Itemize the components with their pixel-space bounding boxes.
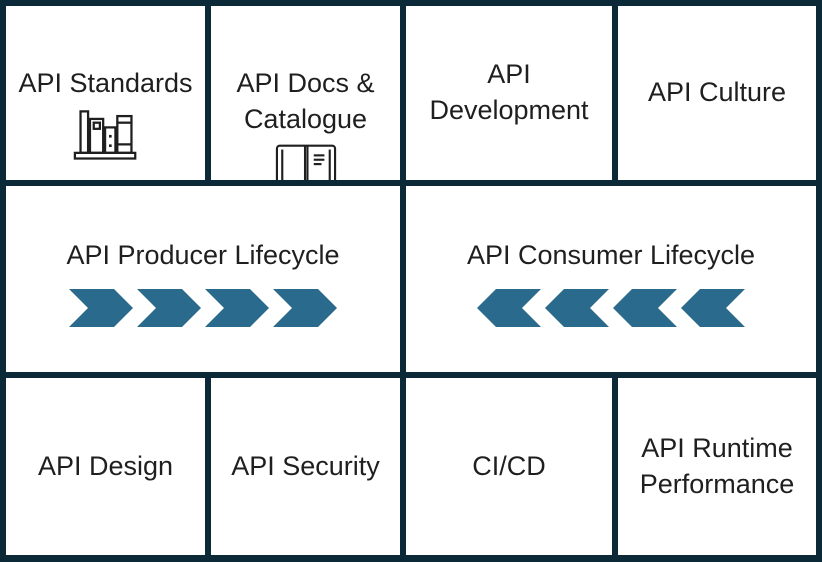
- cell-api-security: API Security: [211, 378, 400, 555]
- cell-label: API Docs & Catalogue: [236, 68, 375, 134]
- cell-label: API Runtime Performance: [639, 432, 795, 499]
- cell-api-culture: API Culture: [618, 6, 816, 180]
- cell-label: API Consumer Lifecycle: [466, 240, 756, 270]
- chevrons-right-icon: [69, 288, 337, 328]
- cell-api-docs-catalogue: API Docs & Catalogue: [211, 6, 400, 180]
- cell-label: CI/CD: [472, 450, 546, 481]
- open-book-icon: [275, 142, 337, 180]
- cell-cicd: CI/CD: [406, 378, 612, 555]
- cell-api-producer-lifecycle: API Producer Lifecycle: [6, 186, 400, 372]
- cell-label: API Design: [37, 450, 174, 481]
- cell-label: API Culture: [647, 77, 787, 108]
- cell-api-development: API Development: [406, 6, 612, 180]
- cell-label: API Security: [231, 450, 380, 481]
- books-shelf-icon: [73, 106, 139, 162]
- cell-api-standards: API Standards: [6, 6, 205, 180]
- cell-label: API Development: [429, 59, 589, 125]
- cell-api-consumer-lifecycle: API Consumer Lifecycle: [406, 186, 816, 372]
- chevrons-left-icon: [477, 288, 745, 328]
- cell-api-design: API Design: [6, 378, 205, 555]
- cell-label: API Producer Lifecycle: [66, 240, 340, 270]
- cell-label: API Standards: [18, 68, 193, 98]
- cell-api-runtime-performance: API Runtime Performance: [618, 378, 816, 555]
